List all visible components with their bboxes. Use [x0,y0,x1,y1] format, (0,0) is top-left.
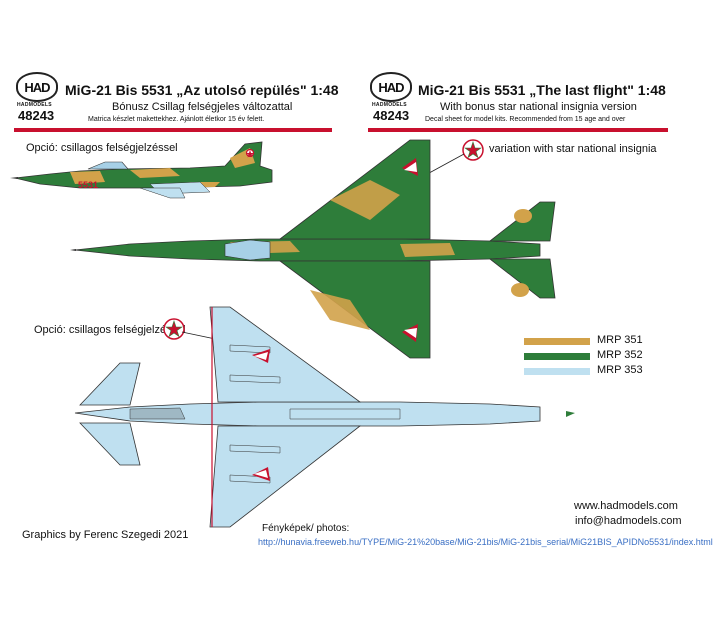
had-logo-right: HAD [370,72,412,102]
star-insignia-icon [462,139,484,161]
paint-swatch-1 [524,338,590,345]
website-link[interactable]: www.hadmodels.com [574,500,678,512]
option-label-bottom: Opció: csillagos felségjelzéssel [34,324,186,336]
paint-swatch-3 [524,368,590,375]
photos-label: Fényképek/ photos: [262,523,350,534]
photos-link[interactable]: http://hunavia.freeweb.hu/TYPE/MiG-21%20… [258,537,713,547]
note-en: Decal sheet for model kits. Recommended … [425,116,626,123]
title-hu: MiG-21 Bis 5531 „Az utolsó repülés" 1:48 [65,82,339,98]
email-link[interactable]: info@hadmodels.com [575,515,682,527]
side-serial: 5531 [78,180,99,190]
product-code-right: 48243 [373,108,410,123]
side-view-jet [10,141,273,199]
header-divider-right [368,128,668,132]
subtitle-hu: Bónusz Csillag felségjeles változattal [112,101,293,113]
product-code-left: 48243 [18,108,55,123]
brand-right: HADMODELS [372,102,407,108]
subtitle-en: With bonus star national insignia versio… [440,101,637,113]
option-label-side: Opció: csillagos felségjelzéssel [26,142,178,154]
top-view-jet [70,139,556,359]
brand-left: HADMODELS [17,102,52,108]
paint-swatch-2 [524,353,590,360]
header-divider-left [14,128,332,132]
had-logo-left: HAD [16,72,58,102]
variation-label: variation with star national insignia [489,143,657,155]
paint-label-3: MRP 353 [597,364,643,376]
star-insignia-icon-bottom [163,318,185,340]
graphics-credit: Graphics by Ferenc Szegedi 2021 [22,529,189,541]
bottom-view-jet [74,306,575,528]
note-hu: Matrica készlet makettekhez. Ajánlott él… [88,116,265,123]
title-en: MiG-21 Bis 5531 „The last flight" 1:48 [418,82,666,98]
paint-label-1: MRP 351 [597,334,643,346]
paint-label-2: MRP 352 [597,349,643,361]
